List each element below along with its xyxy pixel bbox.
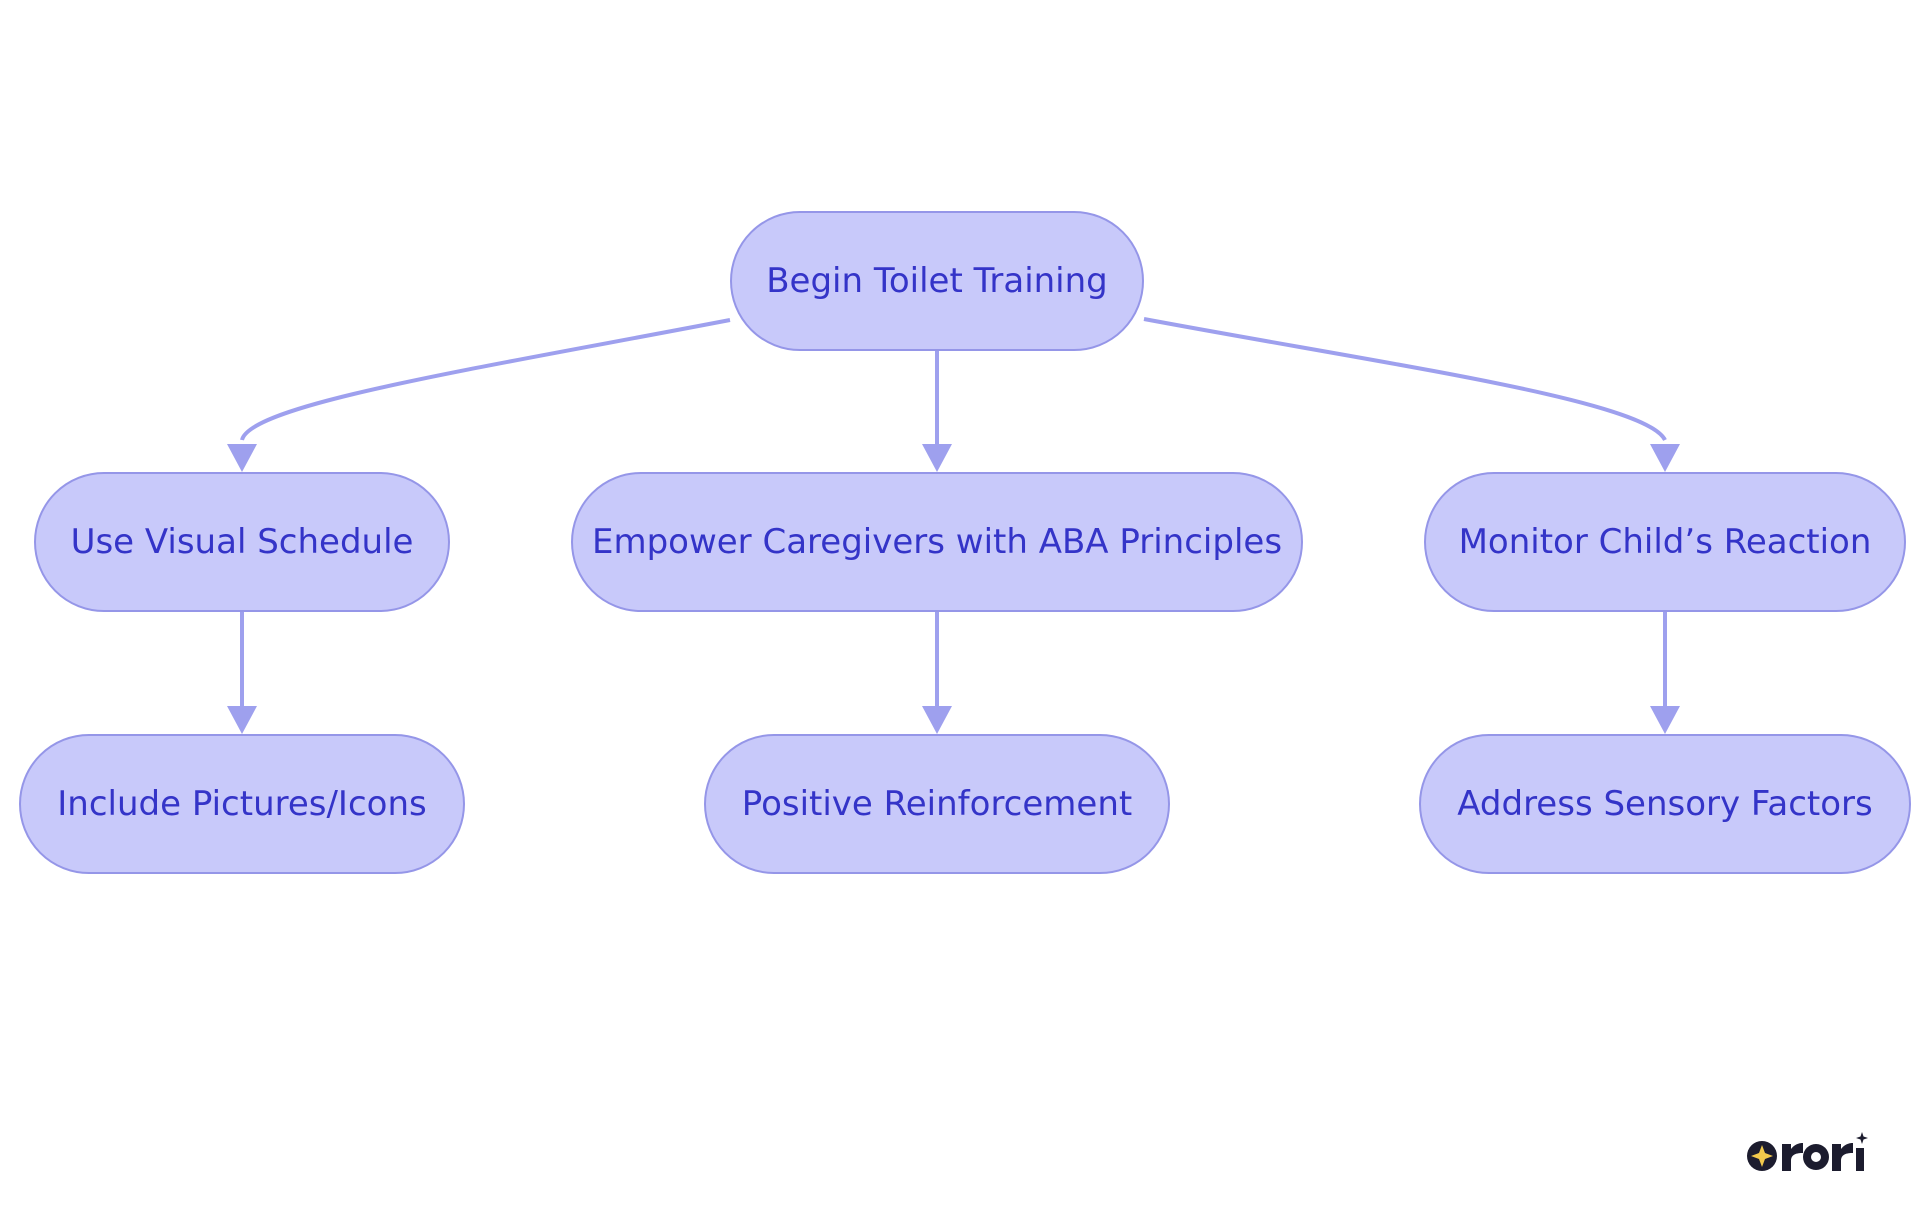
node-begin-toilet-training: Begin Toilet Training xyxy=(730,211,1144,351)
arrowhead-sensory xyxy=(1650,706,1680,734)
node-visual-label: Use Visual Schedule xyxy=(71,522,414,562)
arrowhead-reinforce xyxy=(922,706,952,734)
node-empower-caregivers: Empower Caregivers with ABA Principles xyxy=(571,472,1303,612)
node-sensory-label: Address Sensory Factors xyxy=(1457,784,1872,824)
node-address-sensory-factors: Address Sensory Factors xyxy=(1419,734,1911,874)
node-sensory-shape xyxy=(1419,734,1911,874)
sparkle-icon xyxy=(1747,1141,1777,1171)
node-monitor-label: Monitor Child’s Reaction xyxy=(1459,522,1872,562)
brand-logo xyxy=(1747,1132,1868,1171)
node-monitor-shape xyxy=(1424,472,1906,612)
node-pictures-label: Include Pictures/Icons xyxy=(57,784,426,824)
node-monitor-childs-reaction: Monitor Child’s Reaction xyxy=(1424,472,1906,612)
logo-wordmark xyxy=(1782,1132,1868,1171)
node-empower-label: Empower Caregivers with ABA Principles xyxy=(592,522,1282,562)
node-empower-shape xyxy=(571,472,1303,612)
node-begin-shape xyxy=(730,211,1144,351)
node-pictures-shape xyxy=(19,734,465,874)
edge-begin-to-visual xyxy=(240,318,731,441)
arrowhead-visual xyxy=(227,444,257,472)
node-reinforce-shape xyxy=(704,734,1170,874)
edges-layer xyxy=(227,317,1680,734)
arrowhead-empower xyxy=(922,444,952,472)
node-include-pictures-icons: Include Pictures/Icons xyxy=(19,734,465,874)
node-visual-shape xyxy=(34,472,450,612)
node-use-visual-schedule: Use Visual Schedule xyxy=(34,472,450,612)
node-positive-reinforcement: Positive Reinforcement xyxy=(704,734,1170,874)
node-begin-label: Begin Toilet Training xyxy=(766,261,1108,301)
edge-begin-to-monitor xyxy=(1143,317,1667,442)
node-reinforce-label: Positive Reinforcement xyxy=(742,784,1132,824)
arrowhead-pictures xyxy=(227,706,257,734)
arrowhead-monitor xyxy=(1650,444,1680,472)
